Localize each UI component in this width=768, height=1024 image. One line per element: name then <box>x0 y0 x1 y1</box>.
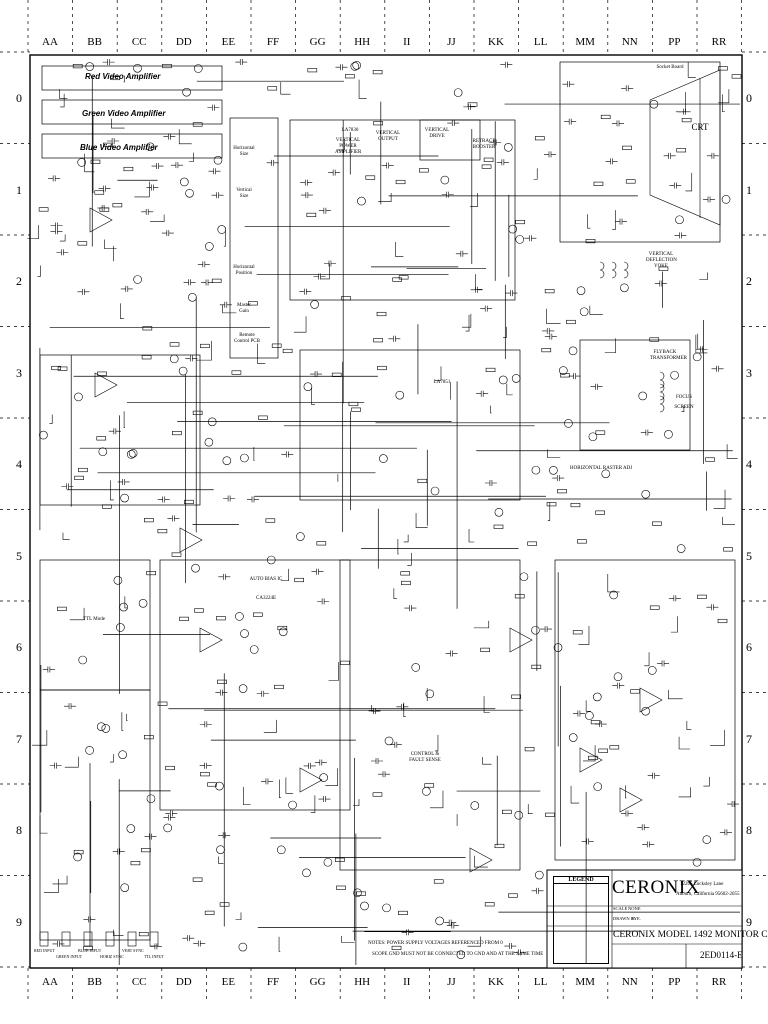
drawing-number: 2ED0114-E <box>700 950 743 960</box>
column-label-hh-top: HH <box>354 36 371 48</box>
vertical-drive-label: VERTICAL DRIVE <box>424 128 450 139</box>
column-label-dd-bottom: DD <box>175 976 192 988</box>
scale-value: NONE <box>628 906 641 911</box>
column-label-gg-bottom: GG <box>309 976 326 988</box>
horizontal-raster-adj-label: HORIZONTAL RASTER ADJ <box>570 466 633 471</box>
row-label-7-left: 7 <box>16 731 22 746</box>
column-label-cc-bottom: CC <box>131 976 147 988</box>
input-connector-label: GREEN INPUT <box>56 954 83 959</box>
master-gain-label: Master Gain <box>237 303 251 314</box>
column-label-ff-top: FF <box>266 36 280 48</box>
column-label-aa-bottom: AA <box>42 976 58 988</box>
input-connector-label: TTL INPUT <box>144 954 164 959</box>
row-label-1-right: 1 <box>746 182 752 197</box>
control-fault-label: CONTROL & FAULT SENSE <box>409 752 441 763</box>
notes-line-2: SCOPE GND MUST NOT BE CONNECTED TO GND A… <box>372 952 544 957</box>
row-label-3-right: 3 <box>746 365 752 380</box>
input-connector-label: RED INPUT <box>34 948 55 953</box>
input-connector-label: VERT SYNC <box>122 948 144 953</box>
row-label-7-right: 7 <box>746 731 752 746</box>
row-label-0-right: 0 <box>746 91 752 105</box>
la7851-label: LA7851 <box>433 380 451 385</box>
auto-bias-label: AUTO BIAS IC <box>249 577 283 582</box>
column-label-bb-top: BB <box>87 36 102 48</box>
column-label-jj-top: JJ <box>447 36 456 48</box>
row-label-0-left: 0 <box>16 91 22 105</box>
vertical-yoke-label: VERTICAL DEFLECTION YOKE <box>646 252 677 269</box>
column-label-rr-bottom: RR <box>711 976 727 988</box>
retrace-booster-label: RETRACE BOOSTER <box>472 139 496 150</box>
crt-label: CRT <box>691 122 709 132</box>
ca3224e-label: CA3224E <box>256 596 276 601</box>
column-label-dd-top: DD <box>175 36 192 48</box>
drawn-by-value: E. E. <box>632 916 641 921</box>
row-label-5-right: 5 <box>746 548 752 563</box>
remote-control-label: Remote Control PCB <box>234 333 260 344</box>
row-label-2-left: 2 <box>16 274 22 288</box>
row-label-4-left: 4 <box>16 457 22 471</box>
column-label-hh-bottom: HH <box>354 976 371 988</box>
company-name: CERONIX <box>612 877 700 898</box>
column-label-ll-bottom: LL <box>533 976 548 988</box>
drawn-by-label: DRAWN BY <box>613 916 638 921</box>
screen-label: SCREEN <box>674 405 694 410</box>
column-label-bb-bottom: BB <box>87 976 102 988</box>
column-label-pp-top: PP <box>668 36 681 48</box>
drawing-title: CERONIX MODEL 1492 MONITOR CIRCUIT <box>613 930 768 940</box>
column-label-ii-bottom: II <box>403 976 411 988</box>
column-label-ll-top: LL <box>533 36 548 48</box>
column-label-kk-top: KK <box>488 36 504 48</box>
column-label-mm-bottom: MM <box>575 976 595 988</box>
legend-box: LEGEND <box>553 876 609 964</box>
input-connector-label: BLUE INPUT <box>78 948 102 953</box>
red-amp-label: Red Video Amplifier <box>85 72 161 81</box>
row-label-2-right: 2 <box>746 274 752 288</box>
input-connector-label: HORIZ SYNC <box>100 954 124 959</box>
column-label-jj-bottom: JJ <box>447 976 456 988</box>
column-label-rr-top: RR <box>711 36 727 48</box>
column-label-gg-top: GG <box>309 36 326 48</box>
row-label-8-left: 8 <box>16 823 22 837</box>
column-label-pp-bottom: PP <box>668 976 681 988</box>
column-label-nn-top: NN <box>621 36 638 48</box>
column-label-cc-top: CC <box>131 36 147 48</box>
company-address-2: Auburn, California 95602-2055 <box>676 892 740 897</box>
flyback-label: FLYBACK TRANSFORMER <box>650 350 687 361</box>
legend-title: LEGEND <box>554 877 608 884</box>
notes-line-1: NOTES: POWER SUPPLY VOLTAGES REFERENCED … <box>368 941 503 946</box>
ttl-mode-label: TTL Mode <box>83 617 105 622</box>
horizontal-size-label: Horizontal Size <box>233 146 255 157</box>
scale-label: SCALE <box>613 906 628 911</box>
row-label-6-left: 6 <box>16 640 22 654</box>
row-label-3-left: 3 <box>16 365 22 380</box>
la7830-label: LA7830 <box>341 128 359 133</box>
column-label-nn-bottom: NN <box>621 976 638 988</box>
row-label-6-right: 6 <box>746 640 752 654</box>
socket-board-label: Socket Board <box>656 65 684 70</box>
column-label-kk-bottom: KK <box>488 976 504 988</box>
focus-label: FOCUS <box>675 395 693 400</box>
column-label-mm-top: MM <box>575 36 595 48</box>
column-label-aa-top: AA <box>42 36 58 48</box>
row-label-9-left: 9 <box>16 914 22 929</box>
company-address-1: 12265 Locksley Lane <box>680 882 724 887</box>
column-label-ii-top: II <box>403 36 411 48</box>
row-label-5-left: 5 <box>16 548 22 563</box>
vertical-output-label: VERTICAL OUTPUT <box>375 131 401 142</box>
row-label-9-right: 9 <box>746 914 752 929</box>
horizontal-position-label: Horizontal Position <box>233 265 255 276</box>
vertical-size-label: Vertical Size <box>236 188 252 199</box>
green-amp-label: Green Video Amplifier <box>82 109 166 118</box>
column-label-ee-bottom: EE <box>221 976 236 988</box>
row-label-1-left: 1 <box>16 182 22 197</box>
row-label-8-right: 8 <box>746 823 752 837</box>
column-label-ff-bottom: FF <box>266 976 280 988</box>
vertical-power-amp-label: VERTICAL POWER AMPLIFIER <box>335 138 362 155</box>
blue-amp-label: Blue Video Amplifier <box>80 143 158 152</box>
column-label-ee-top: EE <box>221 36 236 48</box>
row-label-4-right: 4 <box>746 457 752 471</box>
